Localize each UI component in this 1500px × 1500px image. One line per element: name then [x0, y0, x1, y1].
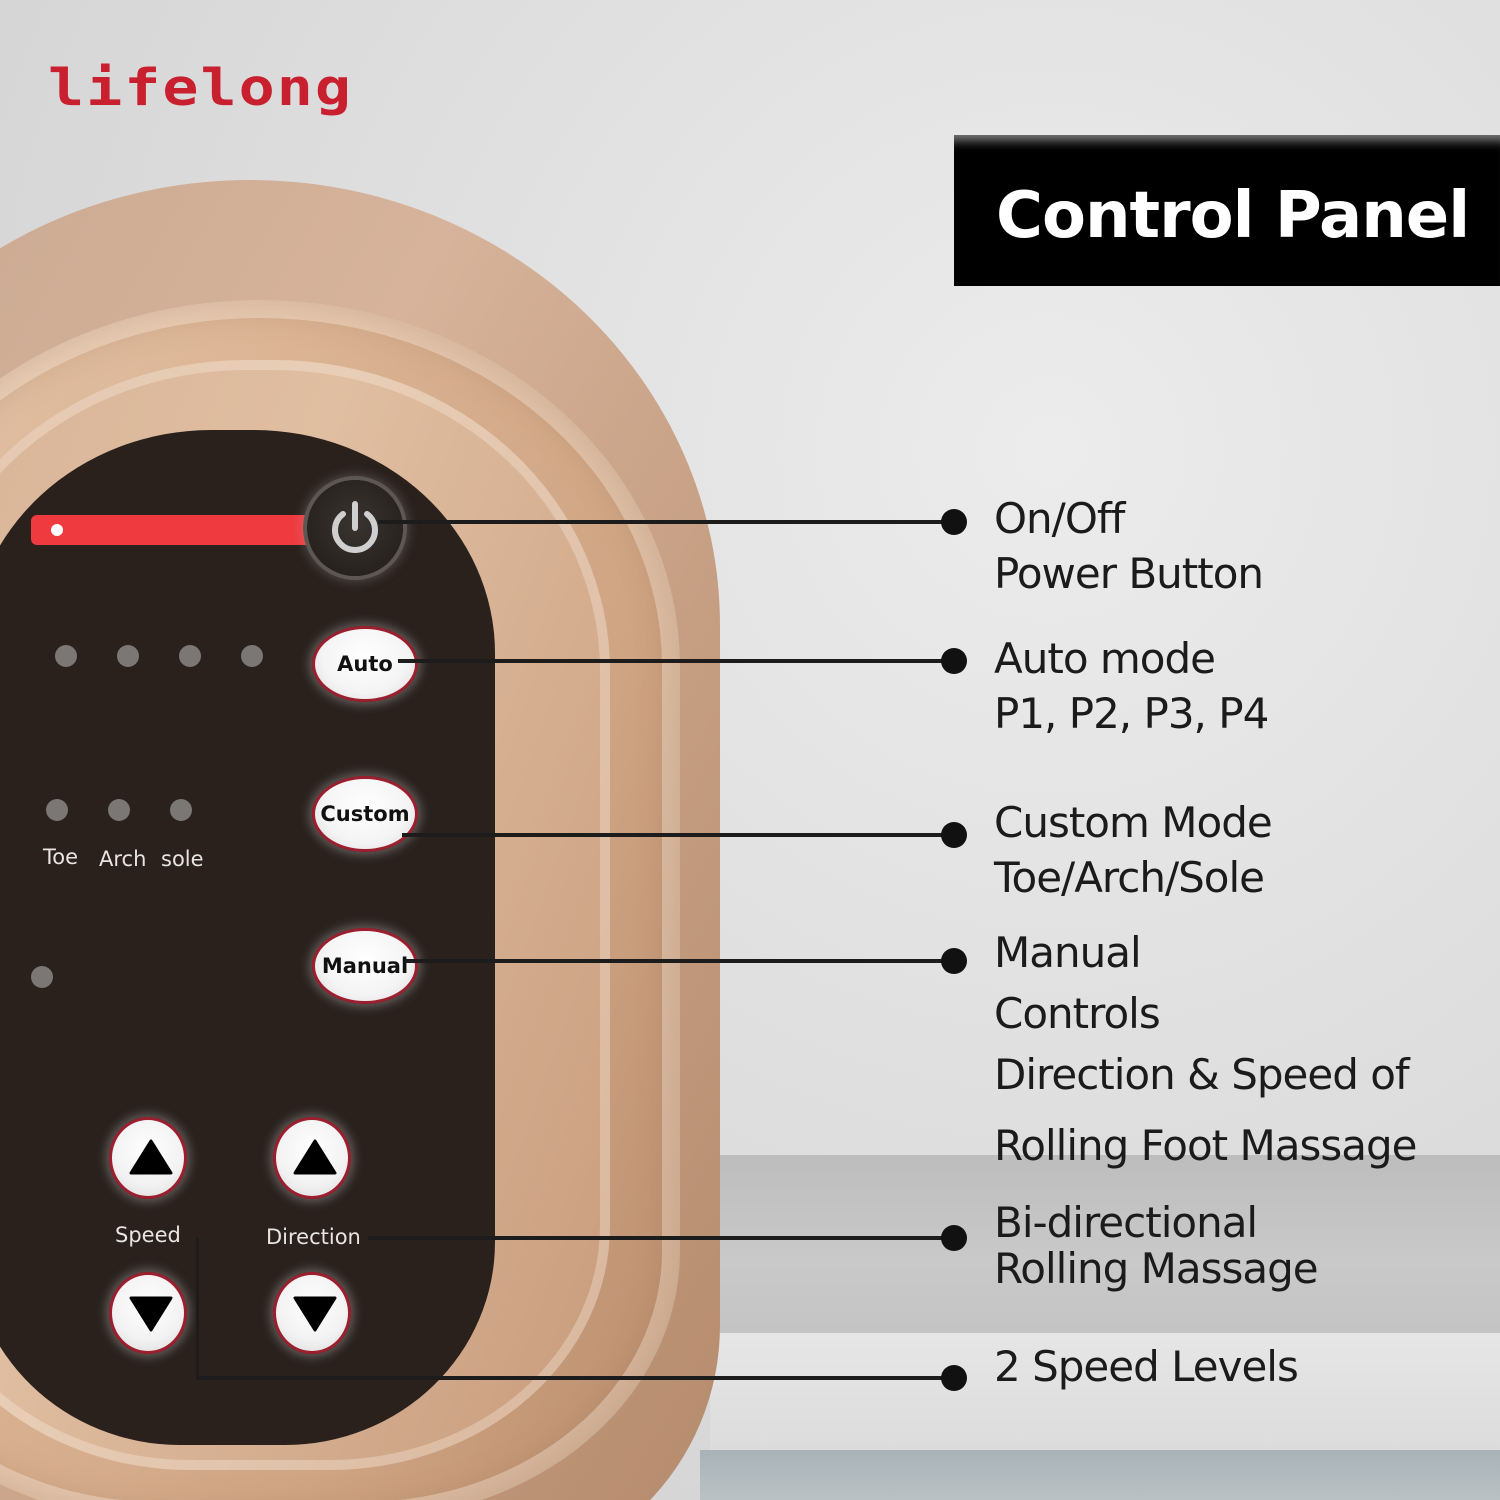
callout-speed-levels-line-1: 2 Speed Levels [994, 1342, 1299, 1391]
callout-bidirectional: Bi-directional Rolling Massage [994, 1198, 1319, 1293]
callout-line-speed [196, 1376, 953, 1380]
manual-button-label: Manual [321, 954, 409, 978]
callout-manual: Manual Controls Direction & Speed of Rol… [994, 922, 1417, 1176]
callout-bullet-auto [941, 648, 967, 674]
callout-line-manual [405, 959, 953, 963]
triangle-down-icon [129, 1296, 173, 1332]
auto-button[interactable]: Auto [312, 626, 418, 702]
callout-vline-speed [196, 1238, 199, 1378]
power-indicator-bar [31, 515, 316, 545]
control-panel-face [0, 430, 495, 1445]
custom-led-toe [46, 799, 68, 821]
speed-up-button[interactable] [109, 1117, 187, 1199]
callout-bidirectional-line-1: Bi-directional [994, 1198, 1258, 1247]
callout-line-custom [402, 833, 953, 837]
manual-led [31, 966, 53, 988]
direction-up-button[interactable] [273, 1117, 351, 1199]
callout-manual-line-2: Controls [994, 989, 1161, 1038]
speed-down-button[interactable] [109, 1272, 187, 1354]
callout-bullet-custom [941, 822, 967, 848]
auto-led-p2 [117, 645, 139, 667]
triangle-down-icon [293, 1296, 337, 1332]
page-title: Control Panel [996, 178, 1470, 253]
callout-power-line-2: Power Button [994, 548, 1264, 598]
callout-custom: Custom Mode Toe/Arch/Sole [994, 796, 1273, 905]
manual-button[interactable]: Manual [312, 928, 418, 1004]
custom-button[interactable]: Custom [312, 776, 418, 852]
callout-auto: Auto mode P1, P2, P3, P4 [994, 632, 1269, 741]
triangle-up-icon [293, 1139, 337, 1175]
callout-bullet-direction [941, 1225, 967, 1251]
auto-led-p1 [55, 645, 77, 667]
speed-label: Speed [115, 1223, 181, 1247]
callout-manual-line-1: Manual [994, 928, 1142, 977]
power-indicator-dot [51, 524, 63, 536]
callout-custom-line-1: Custom Mode [994, 798, 1273, 847]
direction-label: Direction [266, 1225, 361, 1249]
sole-label: sole [161, 847, 204, 871]
title-banner: Control Panel [954, 135, 1500, 286]
arch-label: Arch [99, 847, 147, 871]
brand-logo: lifelong [48, 58, 353, 118]
auto-button-label: Auto [337, 652, 393, 676]
auto-led-p4 [241, 645, 263, 667]
callout-manual-line-4: Rolling Foot Massage [994, 1121, 1417, 1170]
callout-bidirectional-line-2: Rolling Massage [994, 1244, 1319, 1293]
callout-bullet-speed [941, 1365, 967, 1391]
custom-button-label: Custom [320, 802, 410, 826]
triangle-up-icon [129, 1139, 173, 1175]
custom-led-arch [108, 799, 130, 821]
toe-label: Toe [43, 845, 79, 869]
auto-led-p3 [179, 645, 201, 667]
power-button[interactable] [307, 480, 403, 576]
direction-down-button[interactable] [273, 1272, 351, 1354]
callout-power: On/Off Power Button [994, 492, 1264, 601]
custom-led-sole [170, 799, 192, 821]
callout-auto-line-1: Auto mode [994, 634, 1216, 683]
callout-custom-line-2: Toe/Arch/Sole [994, 852, 1265, 902]
callout-manual-line-3: Direction & Speed of [994, 1050, 1410, 1099]
callout-line-direction [368, 1236, 953, 1240]
callout-power-line-1: On/Off [994, 494, 1125, 543]
callout-auto-line-2: P1, P2, P3, P4 [994, 688, 1269, 738]
callout-speed-levels: 2 Speed Levels [994, 1340, 1299, 1395]
ledge-background [710, 1333, 1500, 1450]
callout-bullet-manual [941, 948, 967, 974]
wall-step-background [720, 1155, 1500, 1333]
callout-bullet-power [941, 509, 967, 535]
callout-line-power [378, 520, 953, 524]
callout-line-auto [398, 659, 953, 663]
power-icon [332, 501, 378, 553]
floor-background [700, 1450, 1500, 1500]
